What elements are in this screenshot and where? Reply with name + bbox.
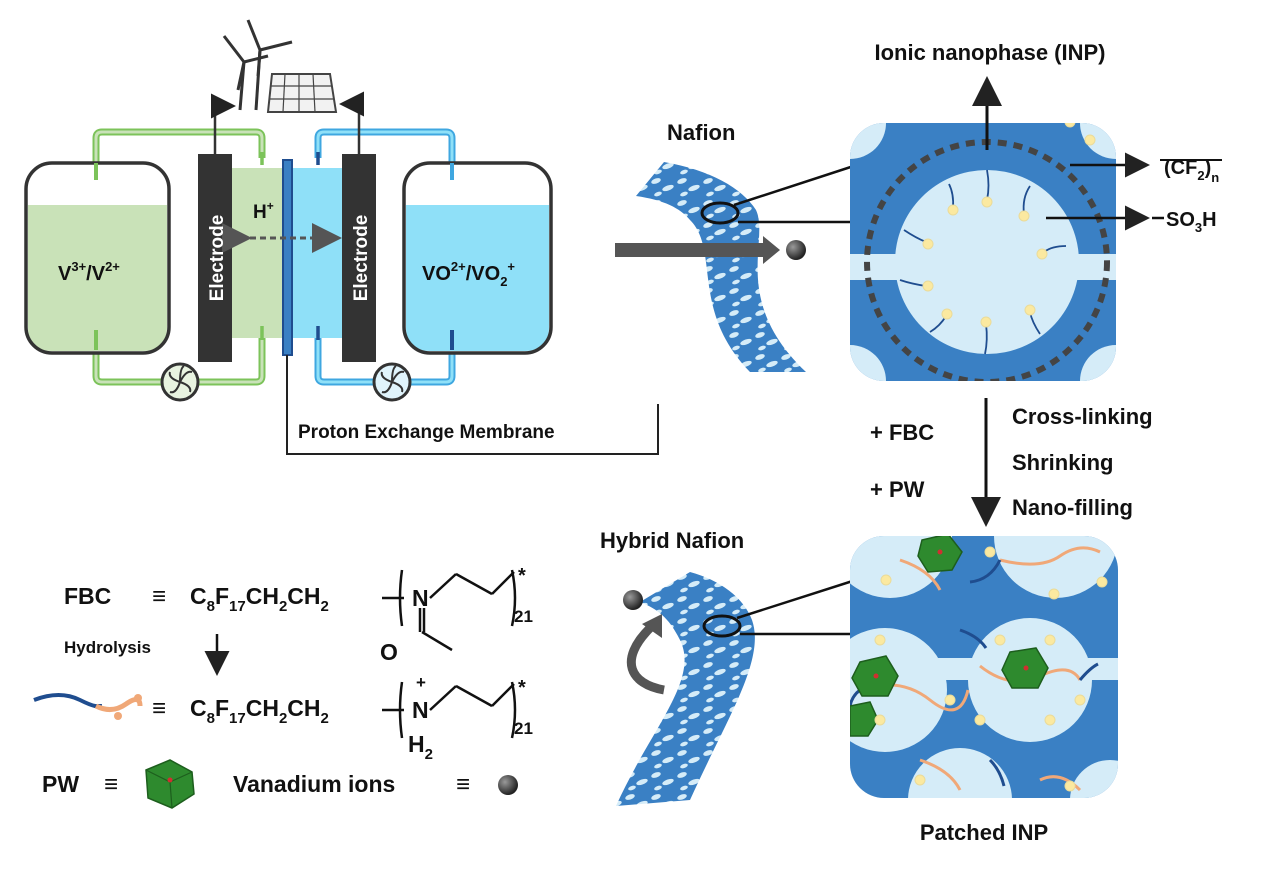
membrane xyxy=(282,159,293,356)
nh-n-atom: N xyxy=(412,697,429,723)
solar-panel-icon xyxy=(266,73,338,113)
anolyte-compartment xyxy=(232,168,284,338)
flow-battery: Electrode Electrode H+ V3+/V2+ VO2+/VO2+… xyxy=(24,19,659,455)
right-tank-label: VO2+/VO2+ xyxy=(422,259,515,289)
right-electrode xyxy=(342,154,376,362)
right-tank xyxy=(402,161,553,355)
legend-equiv-fbc: ≡ xyxy=(152,583,166,610)
ion-blocking-arrow xyxy=(615,243,763,257)
hydrolyzed-chain-formula: C8F17CH2CH2 xyxy=(190,695,329,727)
patched-inp-label: Patched INP xyxy=(920,820,1048,845)
step-shrinking: Shrinking xyxy=(1012,450,1113,475)
legend-fbc: FBC xyxy=(64,583,111,609)
fbc-chain-formula: C8F17CH2CH2 xyxy=(190,583,329,615)
left-pump-icon xyxy=(160,362,200,402)
proton-label: H+ xyxy=(253,199,274,223)
step-nano-filling: Nano-filling xyxy=(1012,495,1133,520)
nh-plus: + xyxy=(416,673,426,692)
vanadium-ion-icon xyxy=(786,240,806,260)
fbc-n-atom: N xyxy=(412,585,429,611)
wind-turbine-icon xyxy=(222,19,293,111)
legend-vanadium: Vanadium ions xyxy=(233,771,395,797)
legend: FBC ≡ C8F17CH2CH2 N O * 21 Hydrolysis ≡ xyxy=(33,565,533,809)
hydrolysis-label: Hydrolysis xyxy=(64,638,151,657)
pw-cluster-icon xyxy=(145,759,195,809)
fbc-star: * xyxy=(518,565,526,587)
left-tank-label: V3+/V2+ xyxy=(58,259,120,285)
so3h-label: SO3H xyxy=(1166,209,1217,235)
nafion-sheet xyxy=(636,162,806,372)
nafion-label: Nafion xyxy=(667,120,735,145)
hybrid-nafion-label: Hybrid Nafion xyxy=(600,528,744,553)
legend-equiv-chain: ≡ xyxy=(152,695,166,722)
add-fbc-label: + FBC xyxy=(870,420,934,445)
fbc-repeat: 21 xyxy=(514,607,533,626)
legend-equiv-v: ≡ xyxy=(456,771,470,798)
hydrolyzed-fbc-icon xyxy=(33,693,143,720)
patched-inp: Patched INP xyxy=(850,536,1118,845)
legend-pw: PW xyxy=(42,771,79,797)
left-electrode xyxy=(198,154,232,362)
legend-equiv-pw: ≡ xyxy=(104,771,118,798)
ionic-nanophase: Ionic nanophase (INP) xyxy=(850,40,1222,381)
step-cross-linking: Cross-linking xyxy=(1012,404,1153,429)
vanadium-ion-icon xyxy=(623,590,643,610)
chain-repeat: 21 xyxy=(514,719,533,738)
inp-title: Ionic nanophase (INP) xyxy=(874,40,1105,65)
membrane-label: Proton Exchange Membrane xyxy=(298,422,555,443)
left-electrode-label: Electrode xyxy=(207,215,228,302)
hybrid-sheet xyxy=(616,572,755,806)
nh-h2: H2 xyxy=(408,731,433,763)
right-electrode-label: Electrode xyxy=(351,215,372,302)
left-tank xyxy=(24,161,171,355)
chain-star: * xyxy=(518,677,526,699)
modification-process: + FBC + PW Cross-linking Shrinking Nano-… xyxy=(870,398,1153,527)
cf2-label: (CF2)n xyxy=(1164,157,1219,185)
right-pump-icon xyxy=(372,362,412,402)
vanadium-ion-icon xyxy=(498,775,518,795)
nafion-membrane: Nafion xyxy=(615,120,880,372)
fbc-o-atom: O xyxy=(380,639,398,665)
hybrid-nafion: Hybrid Nafion xyxy=(600,528,876,806)
catholyte-compartment xyxy=(292,168,342,338)
add-pw-label: + PW xyxy=(870,477,925,502)
